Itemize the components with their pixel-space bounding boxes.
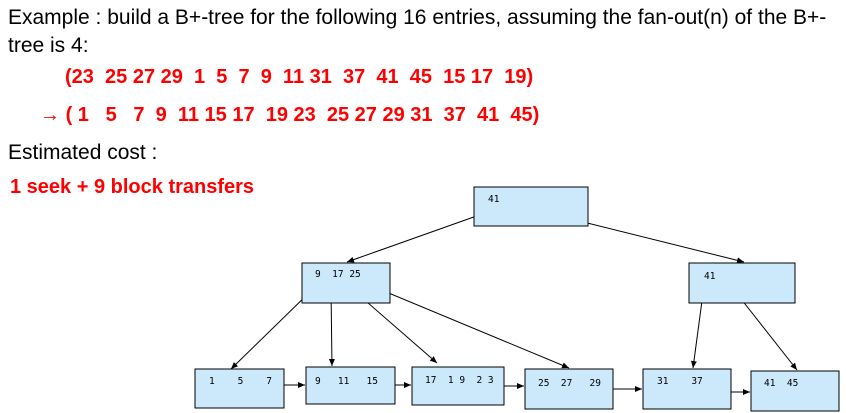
- leaf-node-1-keys: 1 5 7: [209, 376, 272, 387]
- leaf-node-6: 41 45: [750, 370, 840, 412]
- edge-left-to-leaf-4: [378, 288, 570, 369]
- leaf-node-2-keys: 9 11 15: [315, 376, 378, 387]
- example-description: Example : build a B+-tree for the follow…: [8, 6, 827, 57]
- leaf-node-1: 1 5 7: [194, 368, 285, 409]
- unsorted-entries: (23 25 27 29 1 5 7 9 11 31 37 41 45 15 1…: [65, 66, 534, 88]
- edge-root-to-left: [346, 212, 486, 263]
- leaf-node-3: 17 1 9 2 3: [411, 366, 505, 406]
- internal-node-right: 41: [688, 262, 796, 304]
- cost-result: 1 seek + 9 block transfers: [10, 176, 255, 198]
- right-arrow-icon: →: [40, 104, 60, 126]
- leaf-node-4: 25 27 29: [524, 368, 614, 410]
- internal-node-right-keys: 41: [704, 271, 716, 282]
- sorted-entries-line: → ( 1 5 7 9 11 15 17 19 23 25 27 29 31 3…: [40, 104, 539, 127]
- internal-node-left-keys: 9 17 25: [315, 269, 361, 280]
- internal-node-left: 9 17 25: [301, 262, 391, 304]
- edge-left-to-leaf-1: [230, 288, 314, 370]
- leaf-node-2: 9 11 15: [305, 366, 396, 405]
- leaf-node-5: 31 37: [642, 368, 732, 410]
- cost-label: Estimated cost :: [8, 141, 158, 164]
- leaf-node-3-keys: 17 1 9 2 3: [425, 375, 494, 386]
- sorted-entries: ( 1 5 7 9 11 15 17 19 23 25 27 29 31 37 …: [65, 104, 540, 126]
- leaf-node-4-keys: 25 27 29: [538, 378, 601, 389]
- root-node-keys: 41: [488, 194, 500, 205]
- root-node: 41: [473, 186, 589, 227]
- leaf-node-6-keys: 41 45: [764, 378, 798, 389]
- leaf-node-5-keys: 31 37: [657, 376, 703, 387]
